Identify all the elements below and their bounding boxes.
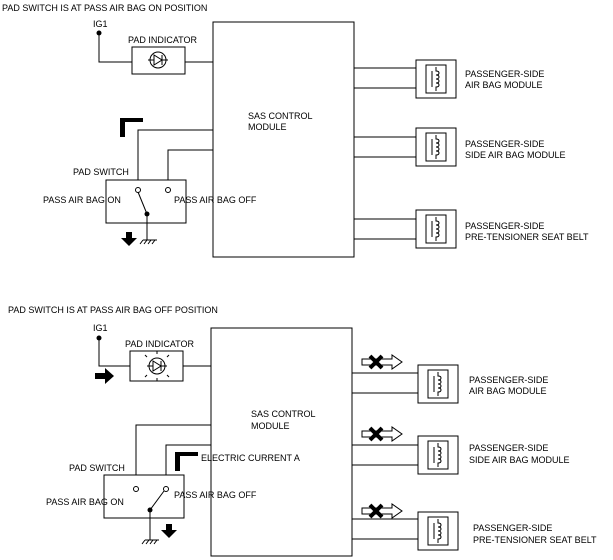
sas-label-line1-1: SAS CONTROL (248, 111, 313, 121)
blocked-signal-icon (361, 426, 403, 442)
ig1-wire-2 (98, 338, 130, 367)
led-glow-rays (144, 351, 170, 381)
switch-wire-on-1 (137, 129, 213, 182)
module1-label2-2: AIR BAG MODULE (469, 386, 547, 396)
blocked-signal-icon (361, 503, 403, 519)
sas-label-line1-2: SAS CONTROL (251, 409, 316, 419)
ig1-label-1: IG1 (93, 19, 108, 29)
sas-label-line2-2: MODULE (251, 421, 290, 431)
switch-wire-on-2 (135, 424, 211, 475)
switch-contact-on-2 (133, 486, 139, 492)
module1-wires-1 (354, 67, 416, 89)
pad-indicator-label-2: PAD INDICATOR (125, 339, 195, 349)
inflator-coil-icon (427, 440, 449, 470)
module1-label1-1: PASSENGER-SIDE (465, 69, 544, 79)
switch-contact-on-1 (135, 187, 141, 193)
module3-wires-2 (352, 518, 418, 540)
ig1-label-2: IG1 (93, 323, 108, 333)
pad-switch-label-1: PAD SWITCH (73, 167, 129, 177)
inflator-coil-icon (425, 214, 447, 244)
module3-label1-1: PASSENGER-SIDE (465, 221, 544, 231)
pass-air-bag-on-label-1: PASS AIR BAG ON (43, 195, 121, 205)
inflator-coil-icon (425, 132, 447, 162)
switch-wire-off-2 (165, 444, 211, 487)
module2-wires-1 (354, 136, 416, 158)
sas-control-module-2 (210, 327, 353, 557)
sas-control-module-1 (212, 21, 355, 258)
pass-air-bag-off-label-2: PASS AIR BAG OFF (174, 490, 257, 500)
module2-label2-2: SIDE AIR BAG MODULE (469, 455, 570, 465)
switch-lever-2 (149, 490, 165, 511)
current-flow-arrow-icon (121, 232, 137, 246)
module3-wires-1 (354, 218, 416, 240)
inflator-coil-icon (427, 369, 449, 399)
inflator-coil-icon (425, 64, 447, 94)
ig1-wire-1 (98, 33, 132, 63)
module2-label1-1: PASSENGER-SIDE (465, 139, 544, 149)
module1-label2-1: AIR BAG MODULE (465, 80, 543, 90)
module1-label1-2: PASSENGER-SIDE (469, 375, 548, 385)
diagram1-title: PAD SWITCH IS AT PASS AIR BAG ON POSITIO… (2, 3, 207, 13)
current-flow-arrow-icon (161, 524, 177, 538)
sas-label-line2-1: MODULE (248, 122, 287, 132)
diagram2-title: PAD SWITCH IS AT PASS AIR BAG OFF POSITI… (8, 305, 218, 315)
module1-wires-2 (352, 372, 418, 394)
module3-label1-2: PASSENGER-SIDE (473, 523, 552, 533)
current-flow-arrow-icon (175, 452, 198, 471)
switch-wire-off-1 (167, 149, 213, 188)
module3-label2-2: PRE-TENSIONER SEAT BELT (473, 535, 597, 545)
pass-air-bag-on-label-2: PASS AIR BAG ON (46, 497, 124, 507)
pass-air-bag-off-label-1: PASS AIR BAG OFF (174, 195, 257, 205)
module3-label2-1: PRE-TENSIONER SEAT BELT (465, 232, 589, 242)
module2-label2-1: SIDE AIR BAG MODULE (465, 150, 566, 160)
current-flow-arrow-icon (95, 368, 114, 384)
switch-contact-off-1 (165, 187, 171, 193)
switch-contact-off-2 (163, 486, 169, 492)
pad-switch-box-2 (103, 474, 185, 519)
ground-icon (139, 239, 158, 245)
switch-lever-1 (137, 191, 148, 215)
module2-wires-2 (352, 444, 418, 466)
pad-switch-label-2: PAD SWITCH (69, 463, 125, 473)
electric-current-label: ELECTRIC CURRENT A (201, 453, 300, 463)
module2-label1-2: PASSENGER-SIDE (469, 443, 548, 453)
ground-icon (141, 539, 160, 545)
current-flow-arrow-icon (120, 118, 143, 137)
pad-indicator-label-1: PAD INDICATOR (128, 35, 198, 45)
inflator-coil-icon (427, 516, 449, 546)
blocked-signal-icon (361, 354, 403, 370)
